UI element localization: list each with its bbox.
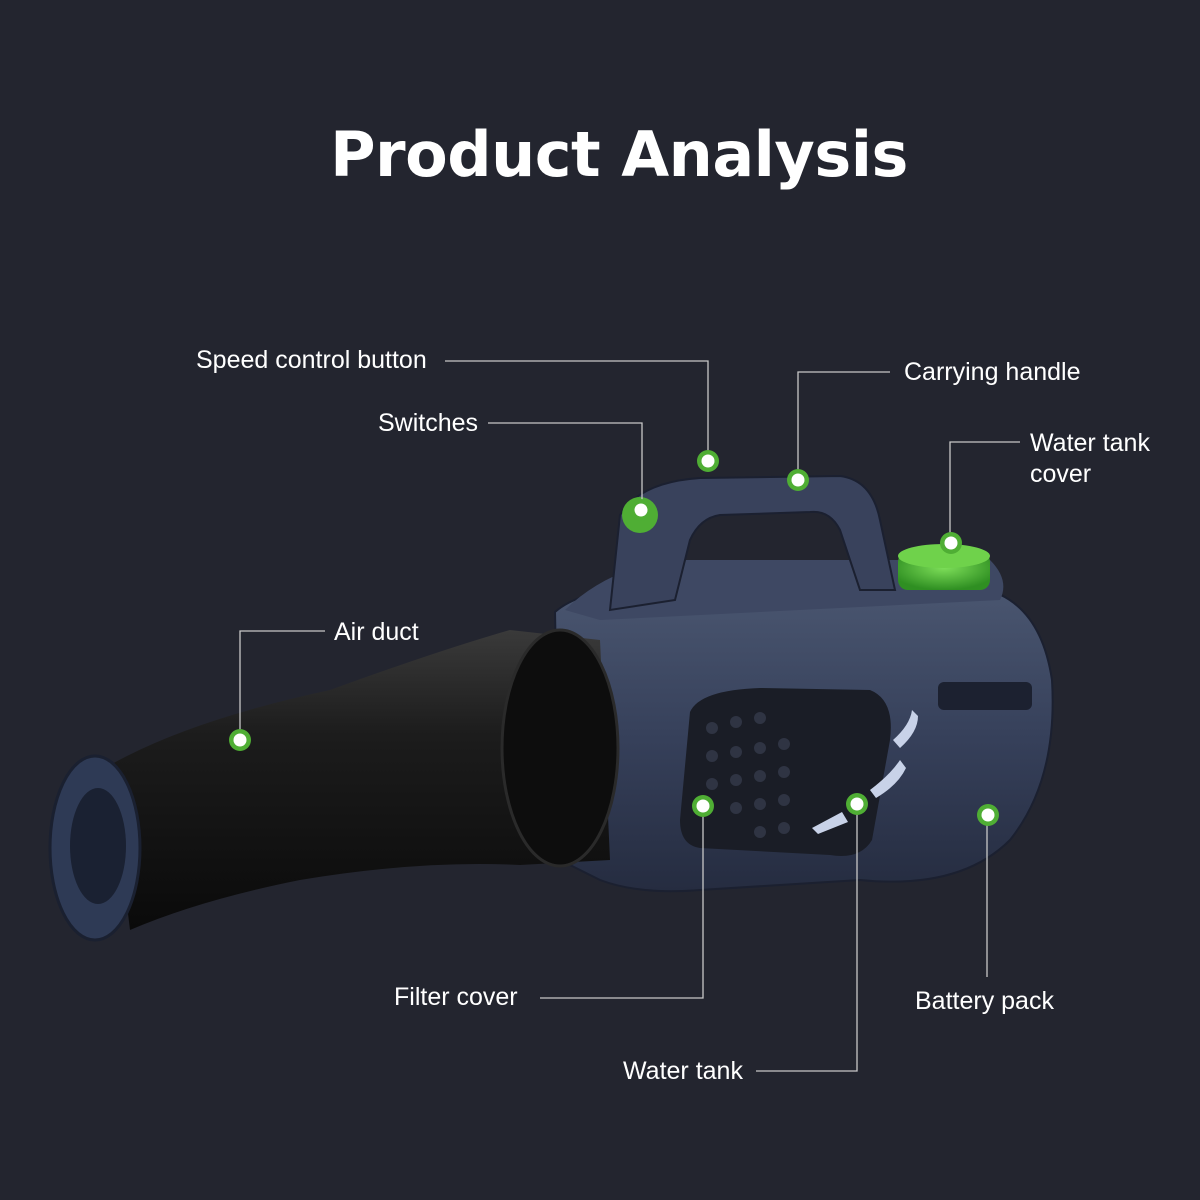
label-carrying-handle: Carrying handle — [904, 358, 1081, 386]
label-filter-cover: Filter cover — [394, 983, 518, 1011]
marker-carrying-handle — [787, 469, 809, 491]
marker-air-duct — [229, 729, 251, 751]
brand-badge — [938, 682, 1032, 710]
callout-markers — [229, 450, 999, 826]
page-title: Product Analysis — [330, 118, 908, 191]
marker-battery-pack — [977, 804, 999, 826]
marker-water-tank-cover — [940, 532, 962, 554]
light-strips — [812, 710, 918, 834]
marker-filter-cover — [692, 795, 714, 817]
label-battery-pack: Battery pack — [915, 987, 1054, 1015]
filter-cover-shape — [680, 688, 891, 856]
marker-switches — [630, 499, 652, 521]
label-speed-control-button: Speed control button — [196, 346, 427, 374]
handle-shape — [608, 474, 897, 612]
label-air-duct: Air duct — [334, 618, 419, 646]
label-water-tank-cover-line2: cover — [1030, 460, 1092, 488]
label-water-tank-cover-line1: Water tank — [1030, 429, 1150, 457]
tank-cap-shape — [898, 544, 990, 590]
marker-speed-control — [697, 450, 719, 472]
marker-water-tank — [846, 793, 868, 815]
label-switches: Switches — [378, 409, 479, 437]
label-water-tank-cover: Water tank cover — [1030, 428, 1150, 490]
air-duct-shape — [48, 628, 620, 942]
leader-lines — [239, 360, 1020, 1072]
label-water-tank: Water tank — [623, 1057, 743, 1085]
